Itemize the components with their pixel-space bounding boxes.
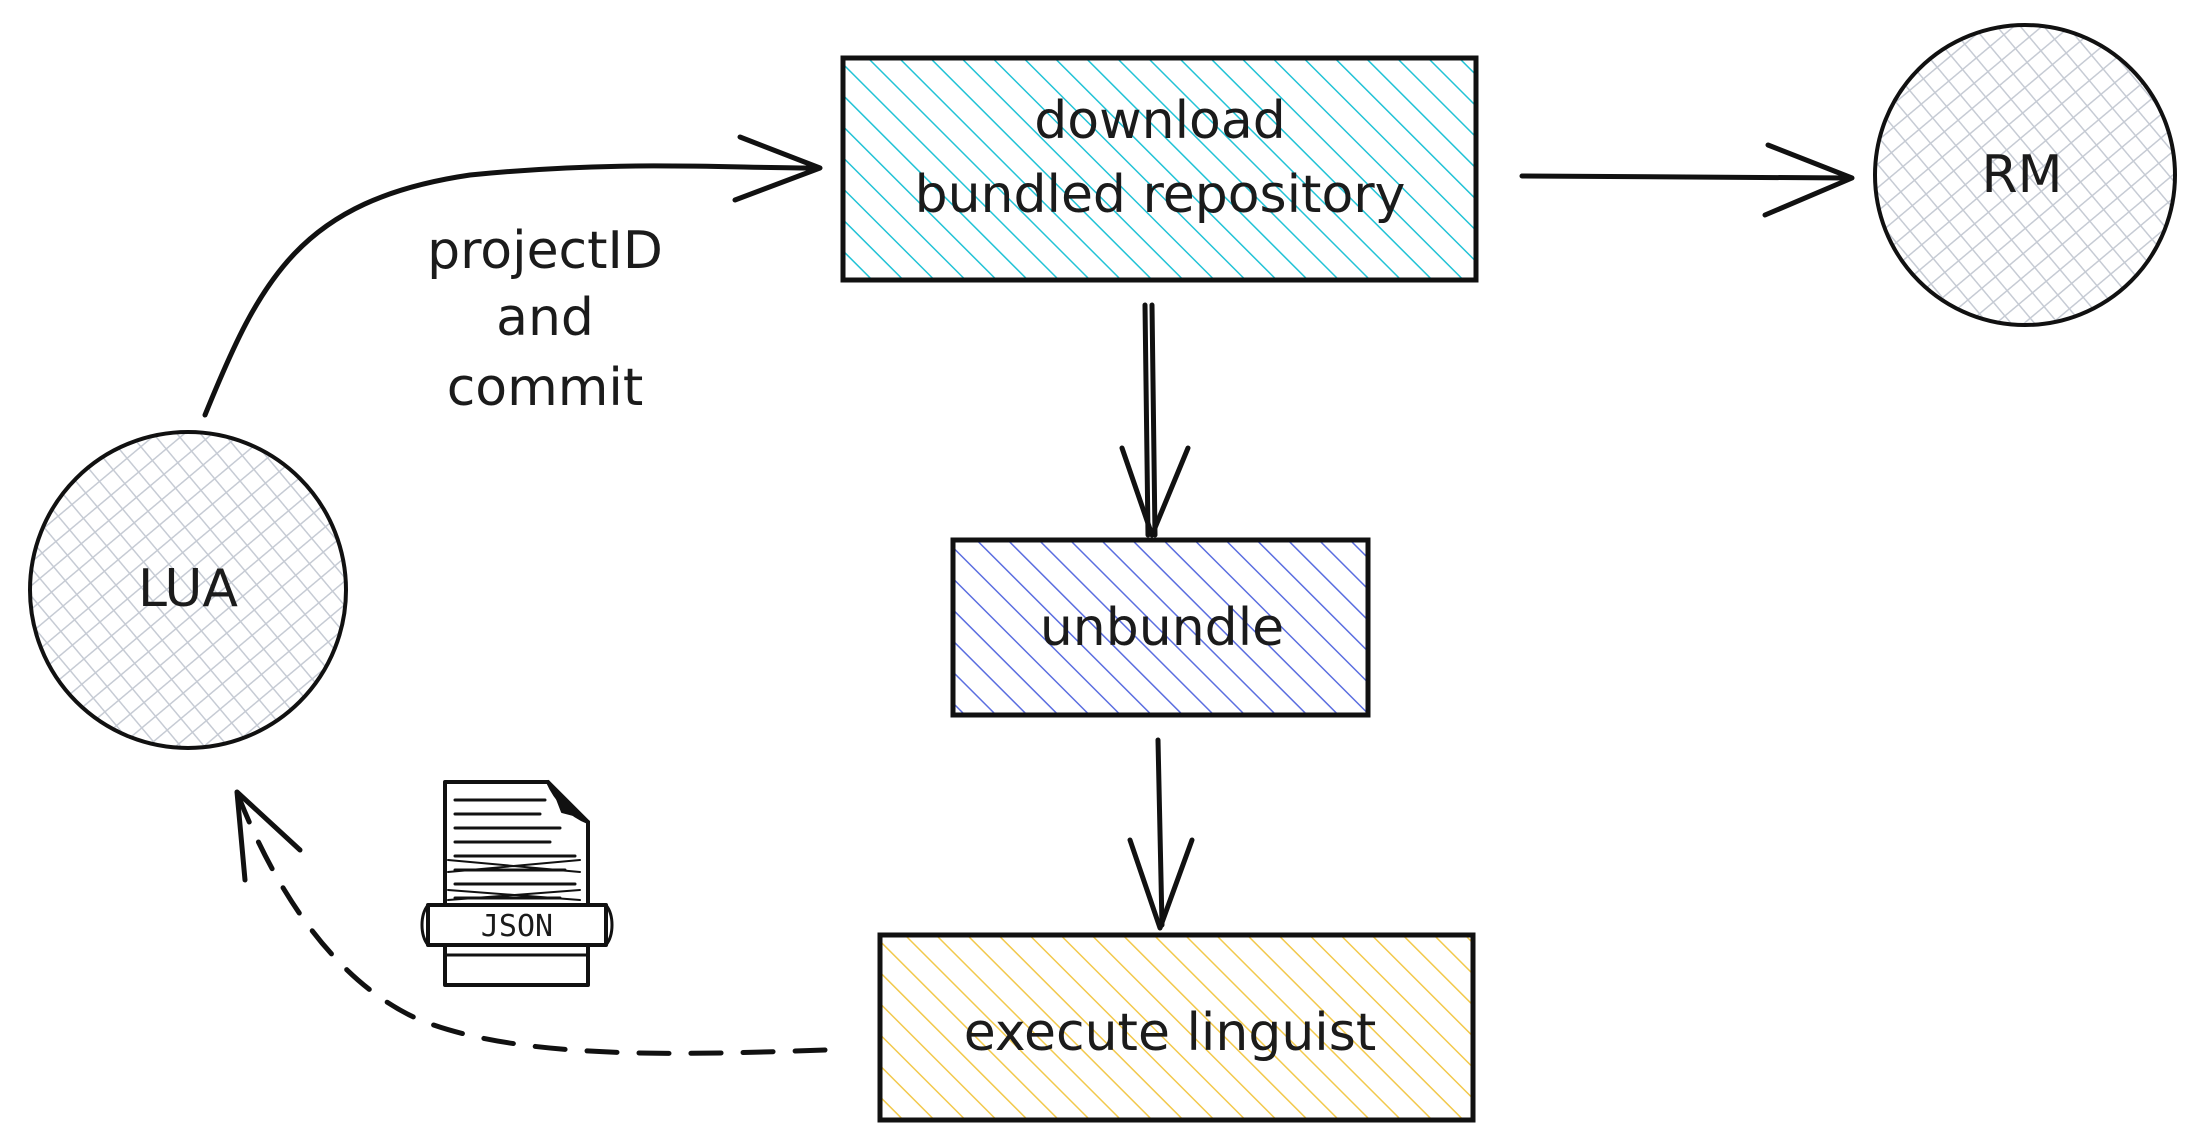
unbundle-label: unbundle [1040,598,1284,658]
execute-label: execute linguist [964,1003,1376,1063]
arrow-download-to-unbundle [1119,302,1191,538]
json-file-label: JSON [481,909,553,944]
arrow-execute-to-lua [234,789,828,1056]
execute-box: execute linguist [877,932,1476,1123]
edge-label-line3: commit [447,358,644,418]
download-label-line2: bundled repository [915,165,1406,225]
download-label-line1: download [1034,91,1285,151]
rm-node: RM [1873,23,2177,327]
json-file-icon: JSON [420,780,614,987]
arrow-unbundle-to-execute [1127,737,1195,931]
edge-label-projectid: projectID and commit [427,221,663,418]
unbundle-box: unbundle [950,537,1371,718]
download-box: download bundled repository [840,55,1479,283]
lua-node: LUA [28,430,348,750]
edge-label-line2: and [496,288,594,348]
lua-label: LUA [138,559,238,619]
edge-label-line1: projectID [427,221,663,281]
rm-label: RM [1982,145,2063,205]
arrow-lua-to-download [202,134,823,418]
arrow-download-to-rm [1519,142,1855,218]
